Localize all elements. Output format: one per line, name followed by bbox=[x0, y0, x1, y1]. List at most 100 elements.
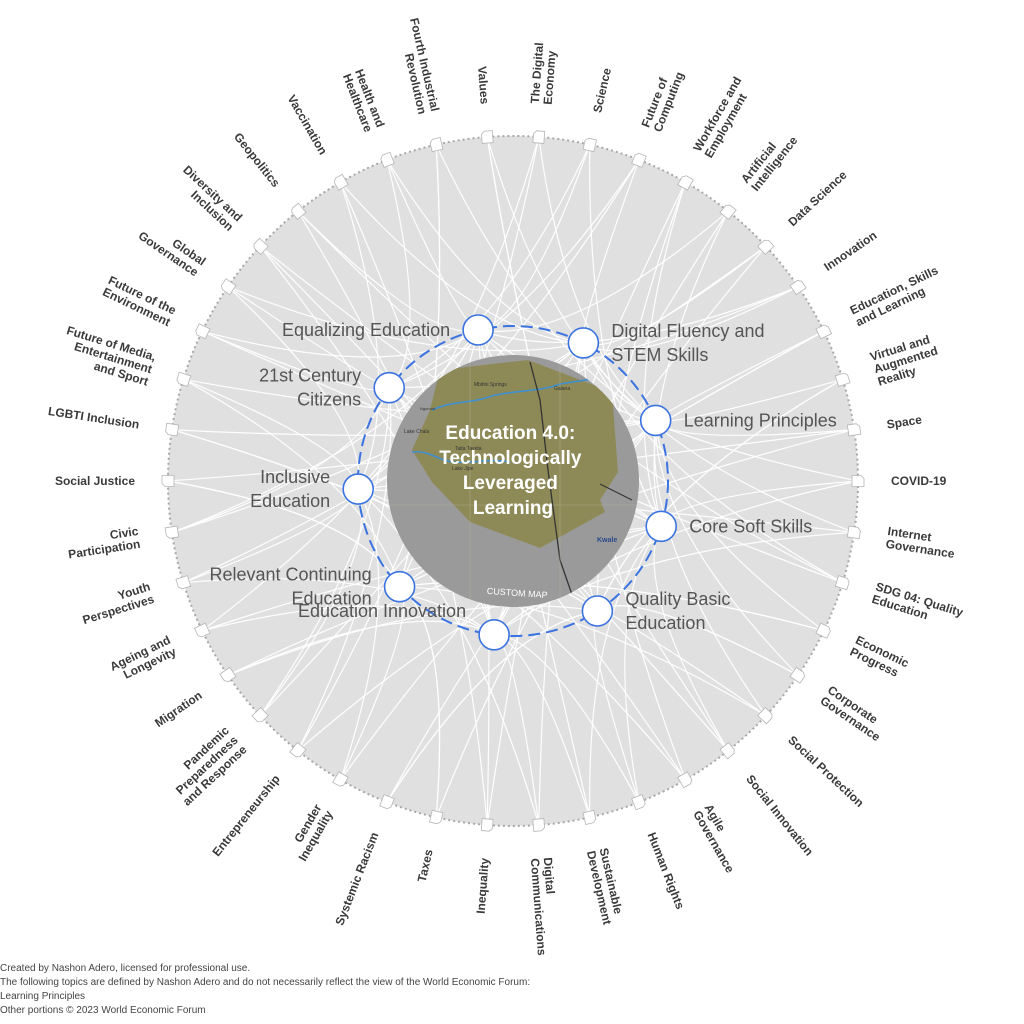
outer-topic-node[interactable] bbox=[289, 742, 307, 759]
inner-key-issue-node[interactable] bbox=[383, 570, 416, 603]
outer-topic-label[interactable]: Science bbox=[590, 66, 614, 114]
outer-topic-label[interactable]: COVID-19 bbox=[891, 474, 947, 488]
outer-topic-label[interactable]: The DigitalEconomy bbox=[528, 42, 560, 105]
outer-topic-label[interactable]: PandemicPreparednessand Response bbox=[162, 723, 250, 808]
outer-topic-label[interactable]: Future ofComputing bbox=[639, 65, 687, 134]
outer-topic-label[interactable]: Future of theEnvironment bbox=[100, 273, 178, 329]
inner-key-issue-node[interactable] bbox=[342, 473, 375, 505]
outer-topic-node[interactable] bbox=[219, 666, 237, 683]
outer-topic-label[interactable]: YouthPerspectives bbox=[77, 579, 156, 627]
outer-topic-label[interactable]: Vaccination bbox=[285, 92, 330, 157]
center-map[interactable]: Mbitini Springs Galana Lake Chala Taita … bbox=[380, 350, 650, 620]
outer-topic-label[interactable]: Values bbox=[475, 66, 492, 105]
outer-topic-label[interactable]: Inequality bbox=[474, 857, 492, 914]
outer-topic-node[interactable] bbox=[164, 525, 180, 539]
outer-topic-node[interactable] bbox=[194, 323, 211, 340]
outer-topic-label[interactable]: DigitalCommunications bbox=[528, 857, 562, 956]
outer-topic-node[interactable] bbox=[757, 238, 775, 255]
outer-topic-node[interactable] bbox=[176, 371, 192, 387]
outer-topic-label[interactable]: GenderInequality bbox=[284, 801, 336, 863]
inner-key-issue-label[interactable]: Education Innovation bbox=[298, 601, 466, 621]
outer-topic-label[interactable]: Space bbox=[886, 412, 923, 431]
outer-topic-node[interactable] bbox=[175, 575, 192, 590]
inner-key-issue-node[interactable] bbox=[373, 371, 406, 404]
outer-topic-node[interactable] bbox=[220, 278, 237, 296]
inner-key-issue-node[interactable] bbox=[462, 314, 494, 346]
inner-key-issue-label[interactable]: Learning Principles bbox=[684, 410, 837, 430]
inner-key-issue-node[interactable] bbox=[639, 404, 672, 437]
inner-key-issue-node[interactable] bbox=[478, 618, 510, 651]
outer-topic-label[interactable]: Future of Media,Entertainmentand Sport bbox=[57, 323, 158, 388]
outer-topic-label[interactable]: Virtual andAugmentedReality bbox=[868, 331, 943, 389]
outer-topic-node[interactable] bbox=[532, 130, 546, 144]
outer-topic-label[interactable]: Social Protection bbox=[785, 733, 866, 810]
outer-topic-label[interactable]: InternetGovernance bbox=[885, 524, 958, 561]
outer-topic-label[interactable]: Fourth IndustrialRevolution bbox=[394, 17, 442, 116]
inner-key-issue-label[interactable]: Equalizing Education bbox=[282, 320, 450, 340]
outer-topic-node[interactable] bbox=[481, 130, 494, 144]
outer-topic-node[interactable] bbox=[834, 372, 851, 387]
outer-topic-node[interactable] bbox=[677, 771, 694, 789]
outer-topic-node[interactable] bbox=[379, 794, 395, 810]
outer-topic-node[interactable] bbox=[480, 818, 494, 832]
outer-topic-label[interactable]: SustainableDevelopment bbox=[584, 846, 627, 925]
outer-topic-node[interactable] bbox=[846, 525, 861, 540]
outer-topic-node[interactable] bbox=[631, 794, 647, 811]
outer-topic-node[interactable] bbox=[290, 202, 307, 220]
outer-topic-node[interactable] bbox=[532, 818, 545, 832]
outer-topic-node[interactable] bbox=[333, 173, 349, 191]
outer-topic-label[interactable]: Migration bbox=[152, 688, 204, 730]
outer-topic-label[interactable]: Geopolitics bbox=[231, 130, 283, 190]
outer-topic-label[interactable]: Human Rights bbox=[645, 830, 688, 911]
outer-topic-node[interactable] bbox=[846, 423, 862, 437]
outer-topic-node[interactable] bbox=[252, 237, 269, 255]
outer-topic-node[interactable] bbox=[851, 475, 865, 487]
outer-topic-label[interactable]: LGBTI Inclusion bbox=[47, 404, 140, 432]
outer-topic-label[interactable]: Data Science bbox=[785, 168, 849, 229]
outer-topic-node[interactable] bbox=[332, 771, 349, 788]
outer-topic-label[interactable]: EconomicProgress bbox=[848, 633, 912, 682]
outer-topic-node[interactable] bbox=[719, 742, 736, 760]
outer-topic-node[interactable] bbox=[380, 151, 395, 168]
outer-topic-node[interactable] bbox=[815, 324, 833, 340]
outer-topic-label[interactable]: GlobalGovernance bbox=[136, 218, 209, 280]
outer-topic-label[interactable]: SDG 04: QualityEducation bbox=[870, 579, 965, 632]
outer-topic-node[interactable] bbox=[631, 152, 647, 168]
outer-topic-node[interactable] bbox=[582, 809, 597, 825]
outer-topic-label[interactable]: Health andHealthcare bbox=[340, 67, 388, 134]
outer-topic-node[interactable] bbox=[429, 809, 444, 825]
outer-topic-node[interactable] bbox=[429, 137, 444, 153]
outer-topic-label[interactable]: Systemic Racism bbox=[332, 830, 381, 927]
inner-key-issue-label[interactable]: Core Soft Skills bbox=[689, 516, 812, 536]
inner-key-issue-node[interactable] bbox=[645, 510, 678, 543]
outer-topic-label[interactable]: Ageing andLongevity bbox=[108, 633, 179, 686]
outer-topic-label[interactable]: Diversity andInclusion bbox=[171, 163, 245, 234]
outer-topic-node[interactable] bbox=[165, 422, 180, 437]
outer-topic-label[interactable]: Taxes bbox=[415, 848, 436, 884]
outer-topic-node[interactable] bbox=[161, 475, 175, 487]
inner-key-issue-node[interactable] bbox=[581, 595, 614, 627]
outer-topic-node[interactable] bbox=[193, 622, 211, 638]
outer-topic-label[interactable]: Social Innovation bbox=[743, 772, 816, 858]
outer-topic-node[interactable] bbox=[815, 622, 832, 639]
outer-topic-node[interactable] bbox=[251, 707, 269, 724]
outer-topic-node[interactable] bbox=[757, 707, 774, 725]
outer-topic-node[interactable] bbox=[582, 137, 597, 153]
outer-topic-label[interactable]: Workforce andEmployment bbox=[690, 74, 755, 160]
outer-topic-label[interactable]: Education, Skillsand Learning bbox=[848, 263, 947, 329]
outer-topic-label[interactable]: AgileGovernance bbox=[690, 802, 748, 876]
outer-topic-label[interactable]: Innovation bbox=[821, 228, 879, 274]
inner-key-issue-node[interactable] bbox=[567, 327, 600, 359]
outer-topic-label[interactable]: Social Justice bbox=[55, 474, 135, 488]
outer-topic-node[interactable] bbox=[789, 666, 806, 684]
outer-topic-node[interactable] bbox=[677, 174, 694, 191]
outer-topic-node[interactable] bbox=[834, 575, 850, 591]
outer-topic-label[interactable]: ArtificialIntelligence bbox=[738, 125, 800, 194]
outer-topic-node[interactable] bbox=[789, 279, 807, 296]
outer-topic-label[interactable]: CivicParticipation bbox=[65, 524, 141, 562]
